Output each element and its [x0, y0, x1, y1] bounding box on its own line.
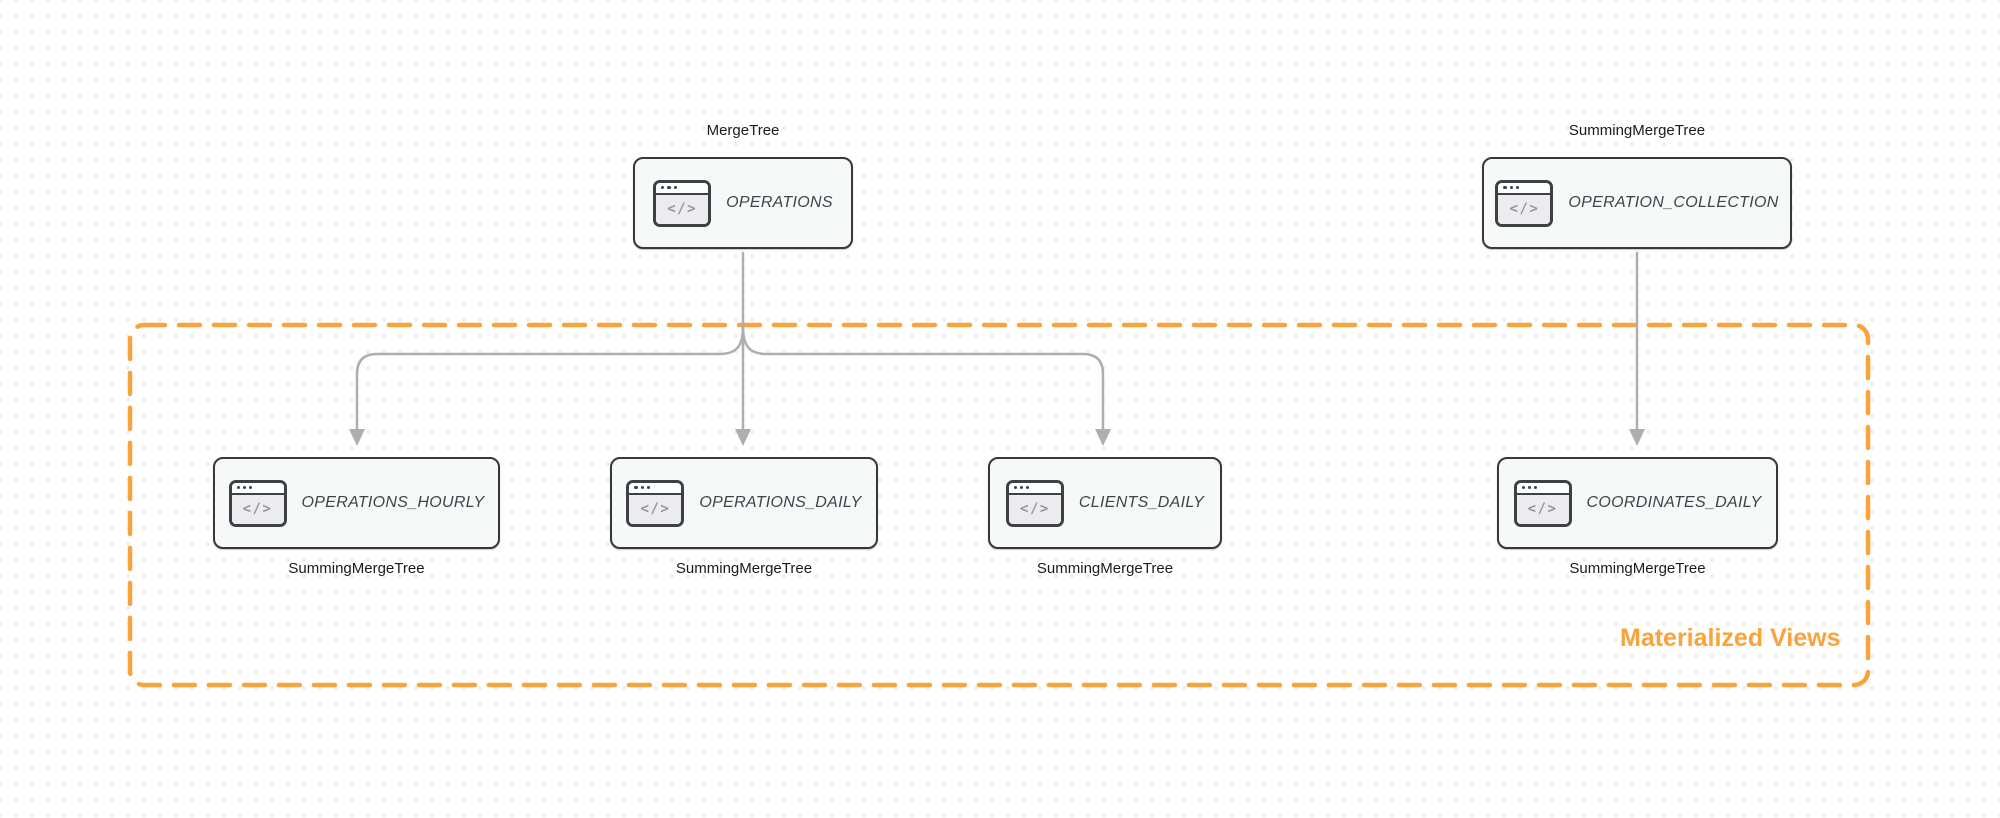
code-window-icon: </> [626, 479, 685, 527]
node-label: OPERATIONS_HOURLY [301, 494, 485, 511]
window-dot [1509, 185, 1513, 190]
engine-label-coordinates-daily: SummingMergeTree [1569, 560, 1706, 577]
code-window-icon: </> [1513, 479, 1572, 527]
engine-label-operations-daily: SummingMergeTree [675, 560, 813, 577]
node-coordinates-daily[interactable]: </> COORDINATES_DAILY [1497, 457, 1778, 549]
window-bar [656, 182, 709, 195]
arrowhead-operations-daily [735, 429, 751, 446]
code-glyph: </> [629, 494, 682, 524]
window-bar [629, 482, 682, 495]
window-dot [1527, 485, 1531, 490]
engine-label-clients-daily: SummingMergeTree [1036, 560, 1174, 577]
edge-operations-to-clients-daily [741, 324, 1105, 432]
window-dot [640, 485, 644, 490]
window-dot [1026, 485, 1030, 490]
arrowhead-operations-hourly [349, 429, 365, 446]
node-clients-daily[interactable]: </> CLIENTS_DAILY [988, 457, 1222, 549]
window-dot [1013, 485, 1018, 490]
window-dot [673, 185, 677, 190]
engine-label-operation-collection: SummingMergeTree [1568, 122, 1706, 139]
window-dot [1521, 485, 1525, 490]
code-window-icon: </> [1495, 179, 1554, 227]
node-operations-daily[interactable]: </> OPERATIONS_DAILY [610, 457, 878, 549]
window-dot [661, 185, 665, 190]
node-label: OPERATIONS_DAILY [699, 494, 862, 511]
materialized-views-label: Materialized Views [1620, 624, 1841, 652]
window-dot [1533, 485, 1538, 490]
code-glyph: </> [1498, 194, 1551, 224]
window-dot [1020, 485, 1024, 490]
code-window-icon: </> [228, 479, 287, 527]
node-label: OPERATIONS [726, 194, 833, 211]
window-dot [646, 485, 650, 490]
window-dot [1515, 185, 1519, 190]
window-bar [1008, 482, 1061, 495]
window-dot [1503, 185, 1507, 190]
code-window-icon: </> [653, 179, 712, 227]
node-label: OPERATION_COLLECTION [1568, 194, 1779, 211]
node-operation-collection[interactable]: </> OPERATION_COLLECTION [1482, 157, 1792, 249]
node-label: COORDINATES_DAILY [1586, 494, 1762, 511]
arrowhead-coordinates-daily [1629, 429, 1645, 446]
window-dot [667, 185, 671, 190]
window-dot [248, 485, 253, 490]
code-glyph: </> [231, 494, 284, 524]
window-bar [1516, 482, 1569, 495]
code-glyph: </> [1516, 494, 1569, 524]
window-dot [634, 485, 638, 490]
node-operations[interactable]: </> OPERATIONS [633, 157, 853, 249]
code-glyph: </> [1008, 494, 1061, 524]
window-bar [1498, 182, 1551, 195]
engine-label-operations-hourly: SummingMergeTree [288, 560, 425, 577]
window-bar [231, 482, 284, 495]
node-label: CLIENTS_DAILY [1078, 494, 1205, 511]
window-dot [242, 485, 246, 490]
arrowhead-clients-daily [1095, 429, 1111, 446]
node-operations-hourly[interactable]: </> OPERATIONS_HOURLY [213, 457, 500, 549]
engine-label-operations: MergeTree [706, 122, 780, 139]
edge-operations-to-operations-hourly [355, 324, 745, 432]
code-window-icon: </> [1005, 479, 1064, 527]
window-dot [236, 485, 240, 490]
code-glyph: </> [656, 194, 709, 224]
